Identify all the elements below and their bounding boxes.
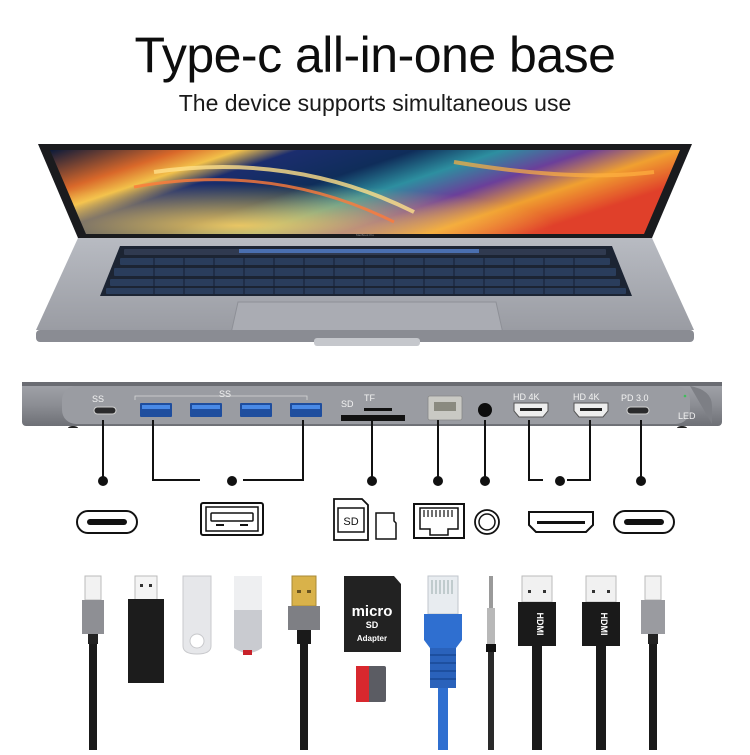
hub-device: SS SS SD TF HD 4K HD 4K PD 3.0 LED [22, 380, 722, 430]
usb-card-reader-icon [128, 575, 164, 683]
ethernet-cable-icon [424, 575, 462, 750]
usb-flash-drive-red-icon [234, 576, 262, 655]
hdmi-plug-text-2: HDMI [599, 613, 609, 636]
usb-c-pd-icon [613, 510, 675, 534]
usb-flash-drive-icon [182, 575, 212, 655]
usb-a-cable-icon [288, 575, 320, 750]
hdmi-plug-text-1: HDMI [535, 613, 545, 636]
port-icons-row: SD [0, 495, 750, 545]
adapter-label-text: Adapter [357, 634, 387, 643]
ss-label-usbc: SS [92, 394, 105, 404]
usb-c-icon [76, 510, 138, 534]
laptop-image: MacBook Pro [34, 142, 696, 350]
rj45-icon [413, 503, 465, 539]
audio-jack-icon [474, 509, 500, 535]
accessories-row: micro SD Adapter [0, 570, 750, 750]
hdmi-2-label: HD 4K [573, 392, 600, 402]
pd-label: PD 3.0 [621, 393, 649, 403]
microsd-card-icon [356, 666, 386, 702]
laptop-brand-text: MacBook Pro [356, 233, 374, 237]
usb-c-cable-icon [82, 575, 104, 750]
tf-label: TF [364, 393, 375, 403]
page-title: Type-c all-in-one base [134, 27, 616, 83]
page-subtitle: The device supports simultaneous use [178, 90, 572, 116]
usb-a-icon [200, 502, 264, 536]
sd-label: SD [341, 399, 354, 409]
hdmi-1-label: HD 4K [513, 392, 540, 402]
audio-cable-icon [486, 576, 496, 750]
adapter-sd-text: SD [366, 620, 379, 630]
tf-card-icon [375, 512, 397, 540]
led-label: LED [678, 411, 696, 421]
microsd-adapter-icon: micro SD Adapter [344, 576, 401, 652]
adapter-micro-text: micro [352, 603, 393, 620]
hdmi-cable-1-icon: HDMI [518, 575, 556, 750]
usb-c-cable-right-icon [641, 575, 665, 750]
sd-card-icon: SD [333, 498, 369, 541]
sd-icon-text: SD [343, 516, 358, 528]
ss-label-usba: SS [219, 389, 232, 399]
hdmi-icon [528, 511, 594, 533]
port-leader-lines [0, 420, 750, 490]
hdmi-cable-2-icon: HDMI [582, 575, 620, 750]
